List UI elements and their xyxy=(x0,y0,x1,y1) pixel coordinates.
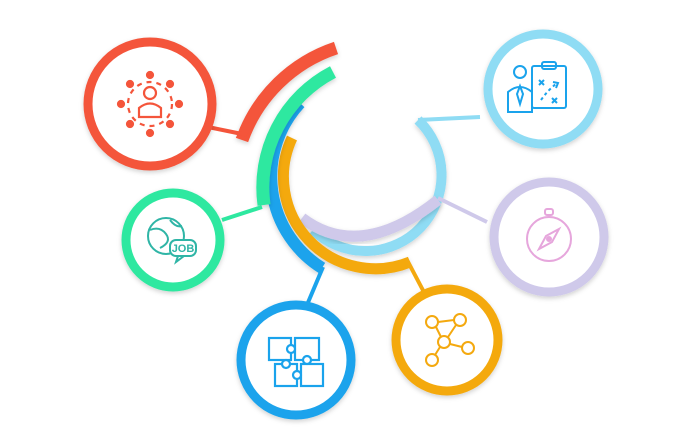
node-job: JOB xyxy=(121,188,225,292)
node-compass xyxy=(489,177,609,297)
node-team xyxy=(391,284,503,396)
connector-red xyxy=(207,125,248,137)
arc-red xyxy=(235,41,339,143)
connector-sky xyxy=(417,115,481,122)
arc-green xyxy=(256,66,337,206)
node-network xyxy=(83,37,217,171)
connector-lavender xyxy=(437,196,488,224)
node-strategy xyxy=(483,29,603,149)
globe-job-icon: JOB xyxy=(147,217,197,265)
strategy-board-icon xyxy=(507,61,567,113)
arc-orange xyxy=(277,135,413,275)
node-strategy-ring xyxy=(483,29,603,149)
compass-icon xyxy=(526,208,572,262)
network-person-icon xyxy=(116,70,184,138)
arc-sky xyxy=(309,116,447,257)
node-puzzle xyxy=(236,300,356,420)
connectors xyxy=(207,115,488,313)
puzzle-icon xyxy=(267,336,325,388)
arc-lavender xyxy=(298,195,442,242)
connector-orange xyxy=(404,257,428,297)
central-arcs xyxy=(235,41,447,275)
connector-green xyxy=(221,205,263,222)
node-team-ring xyxy=(391,284,503,396)
job-label: JOB xyxy=(172,243,195,255)
connected-people-icon xyxy=(425,313,475,367)
